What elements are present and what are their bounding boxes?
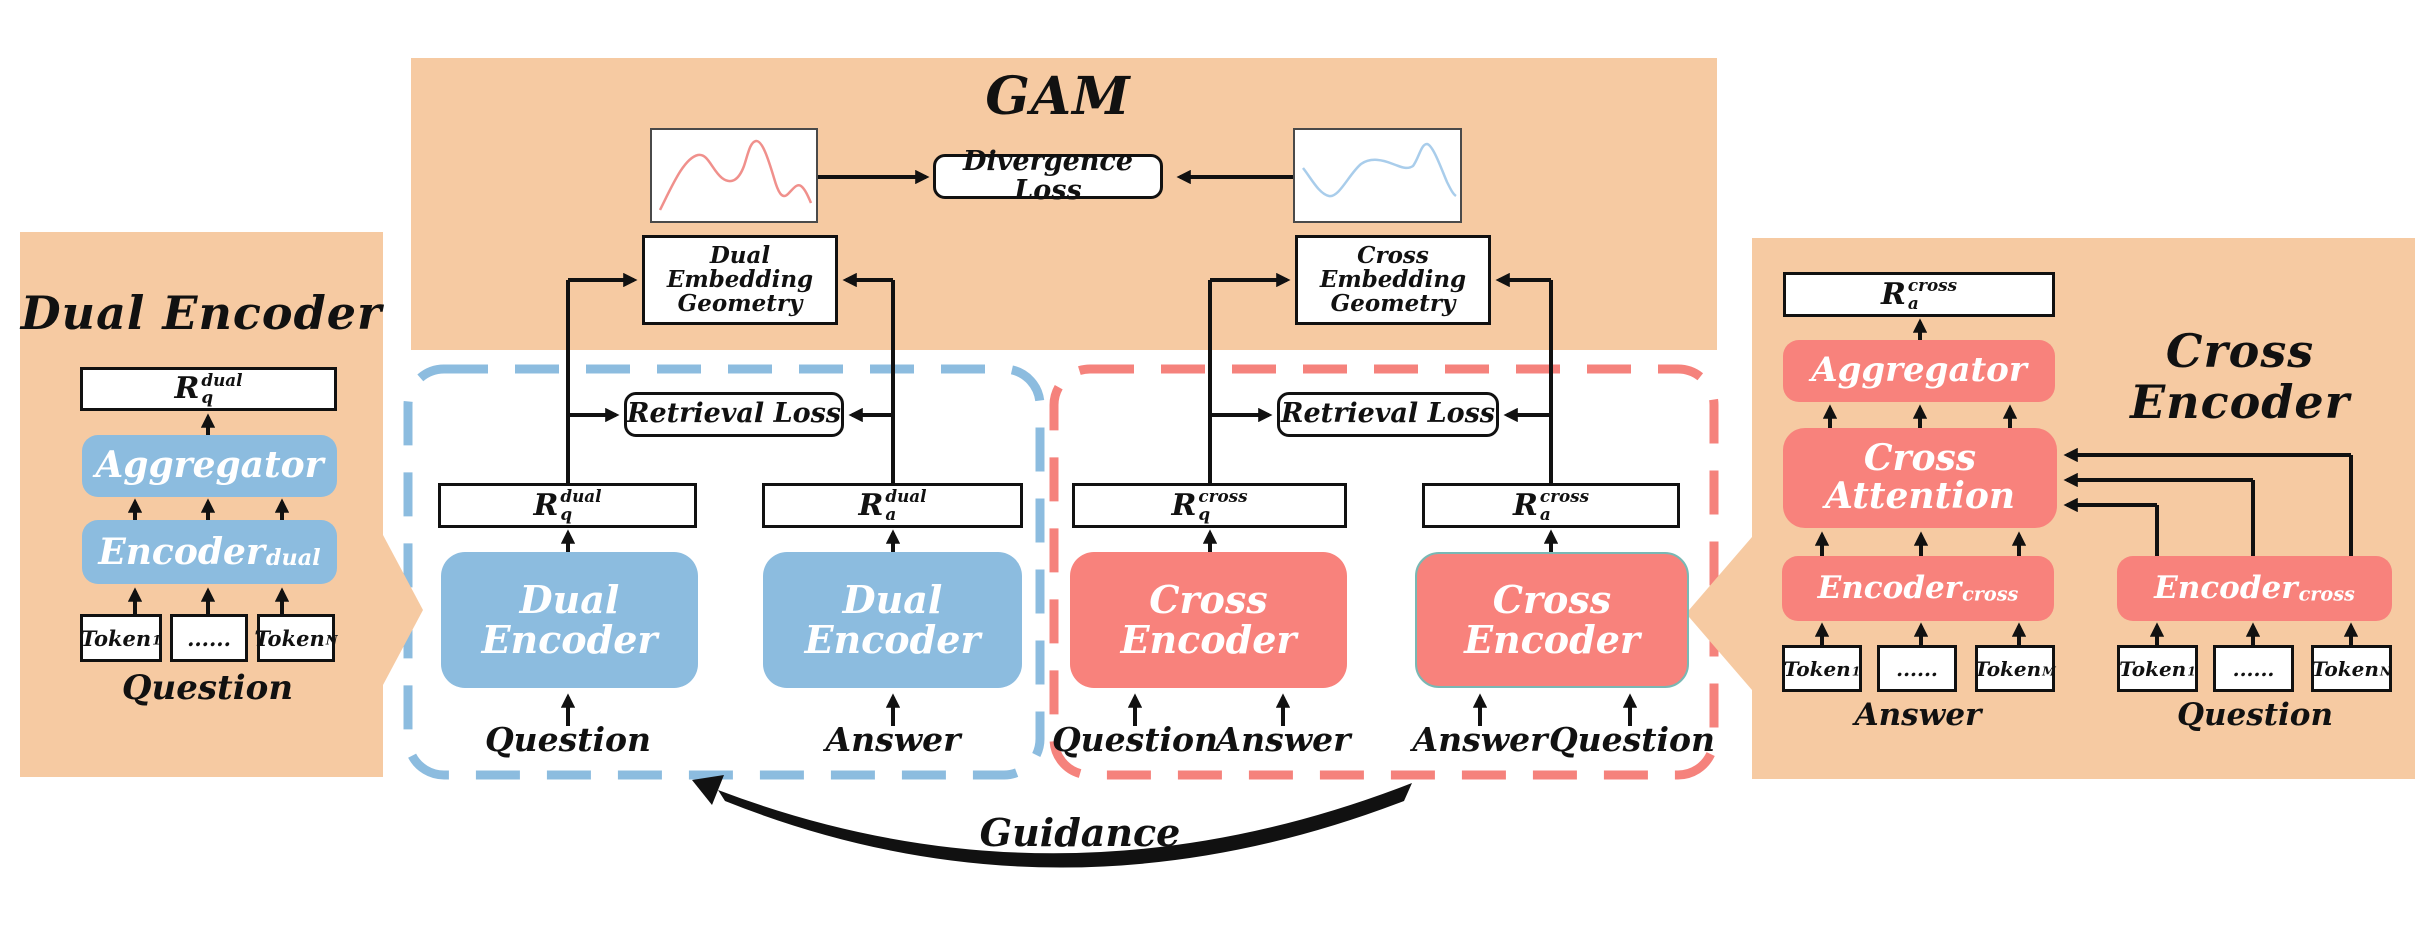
dual-answer-input-label: Answer: [825, 720, 961, 759]
cross-question-input-label: Question: [2176, 697, 2334, 733]
cross-embedding-geometry-box: Cross Embedding Geometry: [1295, 235, 1491, 325]
gam-panel: [411, 58, 1717, 350]
cross-aq-answer-label: Answer: [1412, 720, 1548, 759]
dual-panel-input-label: Question: [121, 668, 294, 708]
cross-aq-question-label: Question: [1548, 720, 1716, 759]
dual-question-input-label: Question: [484, 720, 652, 759]
cross-aq-encoder-box: Cross Encoder: [1415, 552, 1689, 688]
cross-answer-input-label: Answer: [1854, 697, 1982, 733]
divergence-loss-box: Divergence Loss: [933, 148, 1163, 204]
guidance-arrow: [692, 775, 1412, 868]
dual-aggregator-box: Aggregator: [82, 435, 337, 497]
cross-distribution-plot: [1293, 128, 1462, 223]
token-ellipsis-box: ......: [2213, 645, 2294, 692]
token-ellipsis-box: ......: [1877, 645, 1957, 692]
dual-distribution-curve: [658, 139, 813, 211]
cross-aggregator-box: Aggregator: [1783, 340, 2055, 402]
cross-attention-box: Cross Attention: [1783, 428, 2057, 528]
dual-encoder-panel-title: Dual Encoder: [20, 286, 383, 340]
cross-qa-encoder-box: Cross Encoder: [1070, 552, 1347, 688]
dual-embedding-geometry-box: Dual Embedding Geometry: [642, 235, 838, 325]
dual-retrieval-loss-box: Retrieval Loss: [624, 392, 844, 437]
connector-lines: [127, 169, 2359, 726]
cross-distribution-curve: [1302, 142, 1457, 198]
dual-answer-encoder-box: Dual Encoder: [763, 552, 1022, 688]
token-ellipsis-box: ......: [170, 614, 248, 662]
cross-qa-answer-label: Answer: [1215, 720, 1351, 759]
gam-title: GAM: [985, 66, 1131, 127]
cross-retrieval-loss-box: Retrieval Loss: [1277, 392, 1499, 437]
cross-encoder-panel-title: Cross Encoder: [2130, 324, 2350, 429]
dual-distribution-plot: [650, 128, 818, 223]
guidance-label: Guidance: [979, 810, 1181, 855]
dual-question-encoder-box: Dual Encoder: [441, 552, 698, 688]
cross-qa-question-label: Question: [1051, 720, 1219, 759]
